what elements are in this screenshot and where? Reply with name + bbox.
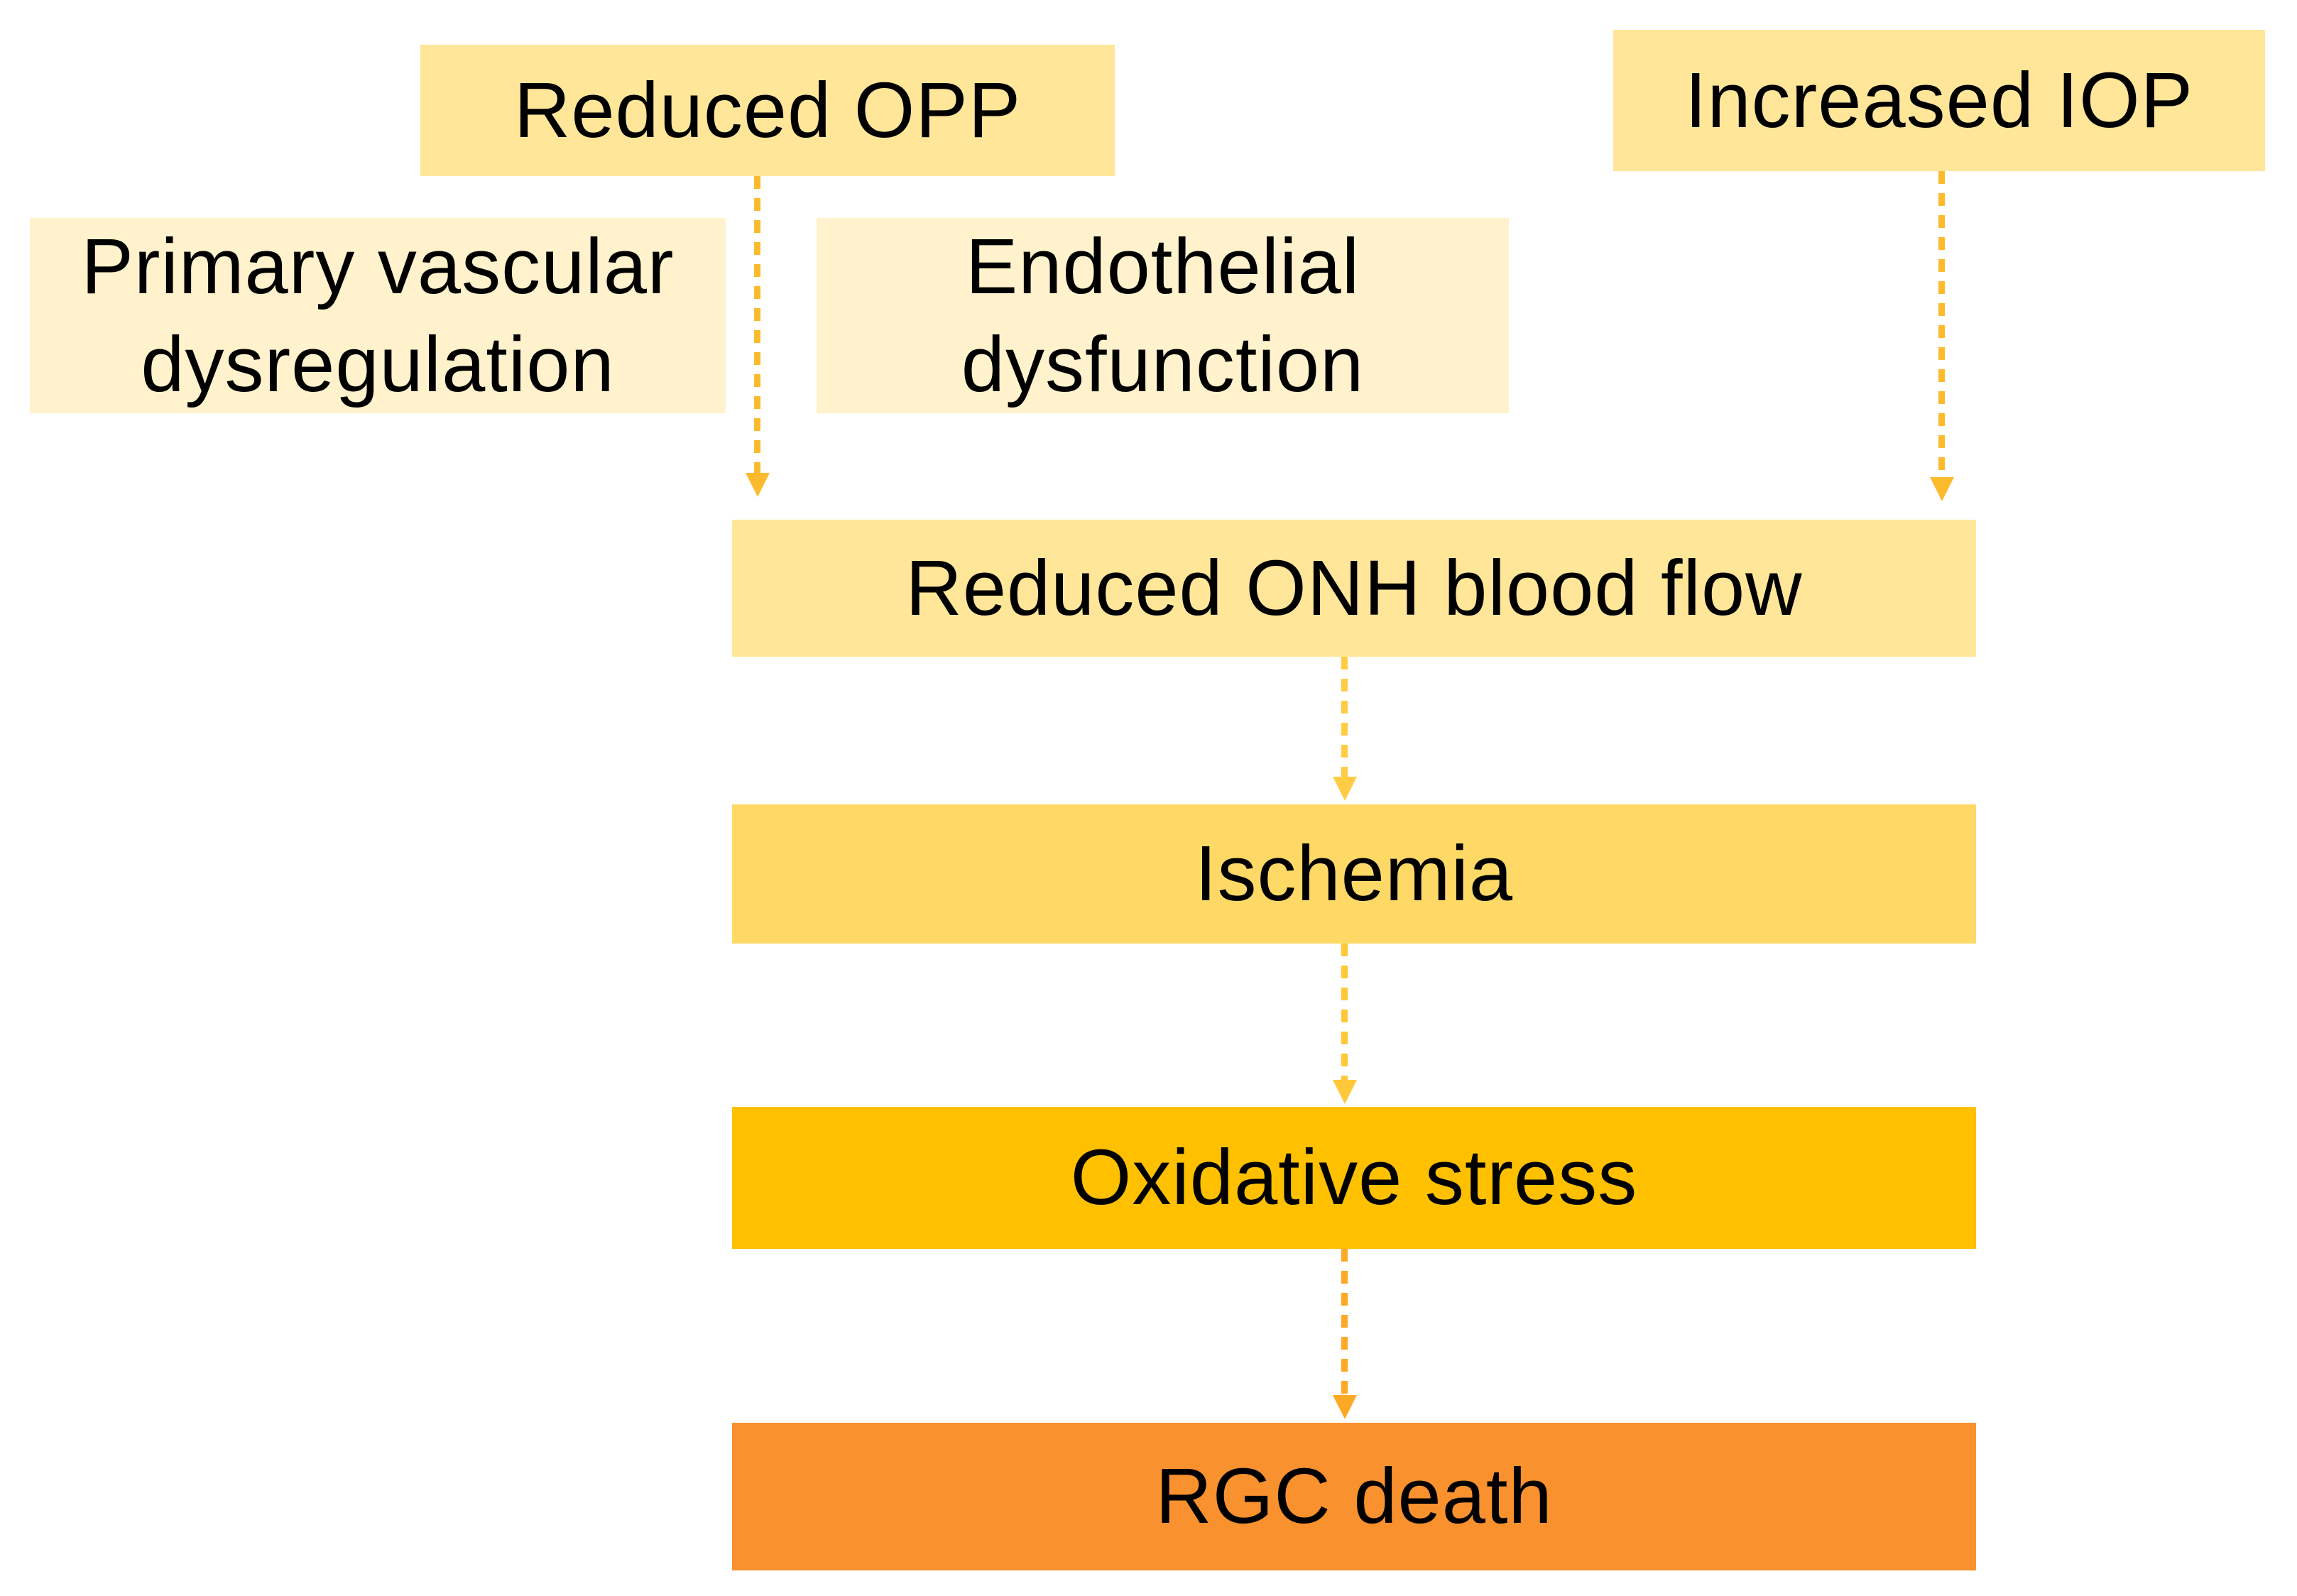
arrow-down-icon (1333, 1395, 1357, 1419)
node-endothelial-dysfunction: Endothelial dysfunction (817, 218, 1509, 413)
node-increased-iop: Increased IOP (1613, 30, 2265, 171)
arrow-onh-to-ischemia-line (1341, 657, 1348, 779)
arrow-down-icon (746, 473, 770, 497)
node-rgc-death: RGC death (732, 1423, 1976, 1570)
node-ischemia: Ischemia (732, 804, 1976, 944)
arrow-down-icon (1930, 477, 1954, 501)
node-primary-vascular-dysregulation: Primary vascular dysregulation (30, 218, 726, 413)
arrow-opp-to-onh-line (754, 176, 760, 477)
arrow-down-icon (1333, 777, 1357, 801)
node-reduced-opp: Reduced OPP (420, 45, 1115, 176)
arrow-down-icon (1333, 1080, 1357, 1104)
arrow-oxidative-to-rgc-line (1341, 1249, 1348, 1397)
arrow-ischemia-to-oxidative-line (1341, 944, 1348, 1082)
arrow-iop-to-onh-line (1938, 171, 1945, 481)
node-reduced-onh-blood-flow: Reduced ONH blood flow (732, 520, 1976, 657)
node-oxidative-stress: Oxidative stress (732, 1107, 1976, 1249)
